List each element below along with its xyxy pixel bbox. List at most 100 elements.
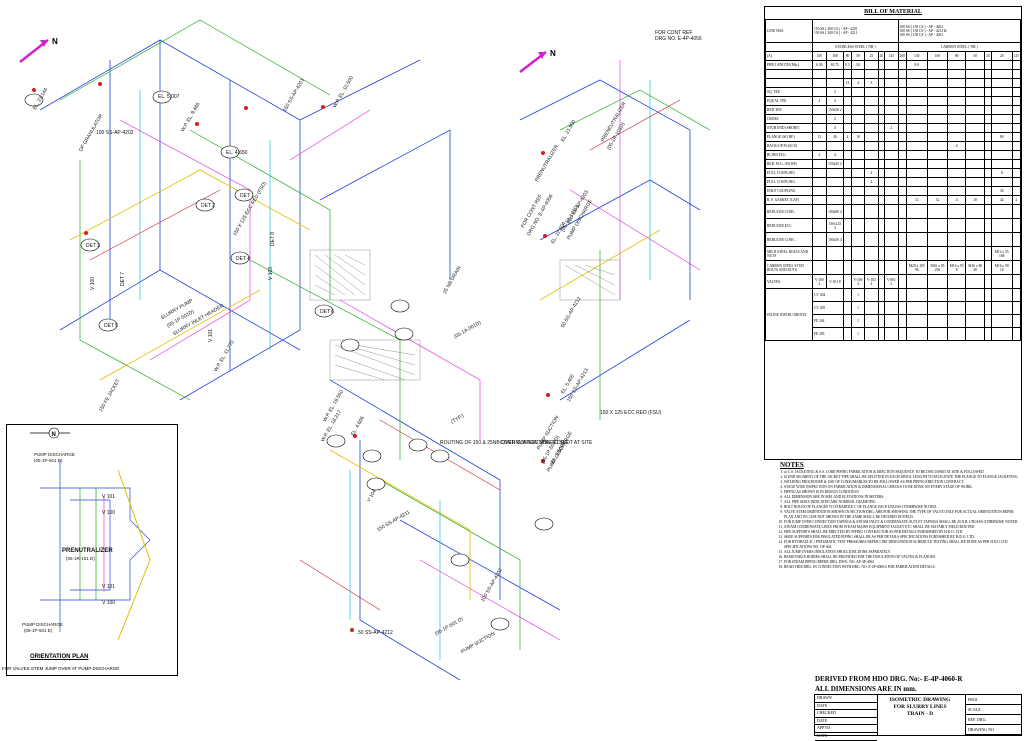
bom-cell (864, 114, 879, 124)
bom-size-cell: 100 (926, 51, 949, 61)
bom-cell: 13 (843, 78, 852, 88)
bom-cell (1011, 105, 1022, 115)
bom-cell: 12 (905, 195, 928, 205)
bom-cell (1011, 232, 1022, 247)
bom-cell (965, 218, 986, 233)
title-block-field: DATE (815, 703, 877, 711)
bom-cell (897, 132, 907, 142)
bom-cell (843, 141, 852, 151)
bom-cell (884, 150, 899, 160)
bom-cell (850, 96, 866, 106)
bom-cell (884, 177, 899, 187)
bom-cell (897, 327, 907, 341)
bom-cell: 6.30 (812, 60, 827, 70)
bom-cell (850, 195, 866, 205)
bom-cell (947, 114, 967, 124)
bom-cell (884, 218, 899, 233)
bom-cell (990, 123, 1013, 133)
bom-cell (897, 218, 907, 233)
bom-cell (984, 150, 992, 160)
bom-item-name: REDUCER CONC. (765, 232, 813, 247)
bom-cell (877, 177, 886, 187)
bom-cell (926, 159, 949, 169)
bom-cell (926, 132, 949, 142)
svg-text:N: N (52, 432, 56, 438)
bom-cell (825, 186, 845, 196)
bom-cell (926, 78, 949, 88)
bom-cell (965, 301, 986, 315)
bom-item-name: FULL COUPLING (765, 177, 813, 187)
bom-cell (1011, 218, 1022, 233)
orientation-north-icon: N (30, 427, 70, 439)
bom-cell: 0.5 (843, 60, 852, 70)
bom-cell (843, 159, 852, 169)
bom-cell: 1 (850, 301, 866, 315)
title-block-field: REF. DRG. (966, 715, 1021, 725)
note-item: STAGE WISE INSPECTION ON FABRICATION & D… (784, 485, 1020, 490)
bom-cell (947, 204, 967, 219)
bom-cell: 12 (812, 132, 827, 142)
bom-cell (812, 78, 827, 88)
bom-item-name: REDUCER CONC. (765, 204, 813, 219)
bom-cell (1011, 288, 1022, 302)
bom-size-cell: 25 (864, 51, 879, 61)
bom-cell: M16 x 95 8 (947, 260, 967, 275)
bom-cell (1011, 78, 1022, 88)
bom-cell (850, 218, 866, 233)
bom-size-cell: 80 (843, 51, 852, 61)
bom-cell (897, 105, 907, 115)
bom-cell (897, 159, 907, 169)
bom-cell (905, 69, 928, 79)
bom-cell (947, 105, 967, 115)
bom-cell (897, 274, 907, 289)
bom-cell (850, 246, 866, 261)
bom-cell (897, 288, 907, 302)
hatch-area (309, 249, 621, 381)
bom-cell (905, 177, 928, 187)
title-block-field: CHECKED (815, 710, 877, 718)
bom-cell (884, 327, 899, 341)
bom-cell (877, 132, 886, 142)
note-item: ALL JUMP OVERS INSULATION SHOULD BE DONE… (784, 550, 1020, 555)
bom-cell (825, 141, 845, 151)
notes-title: NOTES (780, 461, 804, 469)
bom-cell: 100x80 4 (825, 204, 845, 219)
bom-cell (905, 105, 928, 115)
iso-label: 150 X 125 ECC RED (FSU) (600, 410, 662, 416)
bom-cell (990, 78, 1013, 88)
bom-cell (884, 314, 899, 328)
bom-cell (984, 69, 992, 79)
bom-cell (897, 177, 907, 187)
bom-size-label: (A) (765, 51, 813, 61)
bom-cell (884, 195, 899, 205)
bom-cell (877, 232, 886, 247)
bom-cell (905, 123, 928, 133)
bom-cell (843, 232, 852, 247)
north-label: N (52, 37, 58, 46)
bom-cell (825, 246, 845, 261)
bom-item-name (765, 69, 813, 79)
bom-cell (877, 327, 886, 341)
bom-cell: 4 (947, 141, 967, 151)
bom-cell (1011, 301, 1022, 315)
detail-bubbles (24, 90, 554, 631)
bom-title: BILL OF MATERIAL (864, 9, 922, 15)
iso-label: V 100 (90, 276, 96, 290)
bom-cell (926, 168, 949, 178)
bom-cell (984, 78, 992, 88)
bom-size-cell: 200 (897, 51, 907, 61)
bom-cell (897, 87, 907, 97)
bom-item-name: PIPE LENGTH (Mtr.) (765, 60, 813, 70)
bom-cell (947, 232, 967, 247)
iso-label: EL. 4.650 (226, 150, 248, 156)
bom-cell (965, 132, 986, 142)
bom-cell: 4 (850, 78, 866, 88)
bom-instrument-tag: FE 205 (811, 327, 845, 341)
bom-cell (990, 60, 1013, 70)
bom-cell (843, 218, 852, 233)
bom-cell (864, 105, 879, 115)
bom-cell (926, 141, 949, 151)
